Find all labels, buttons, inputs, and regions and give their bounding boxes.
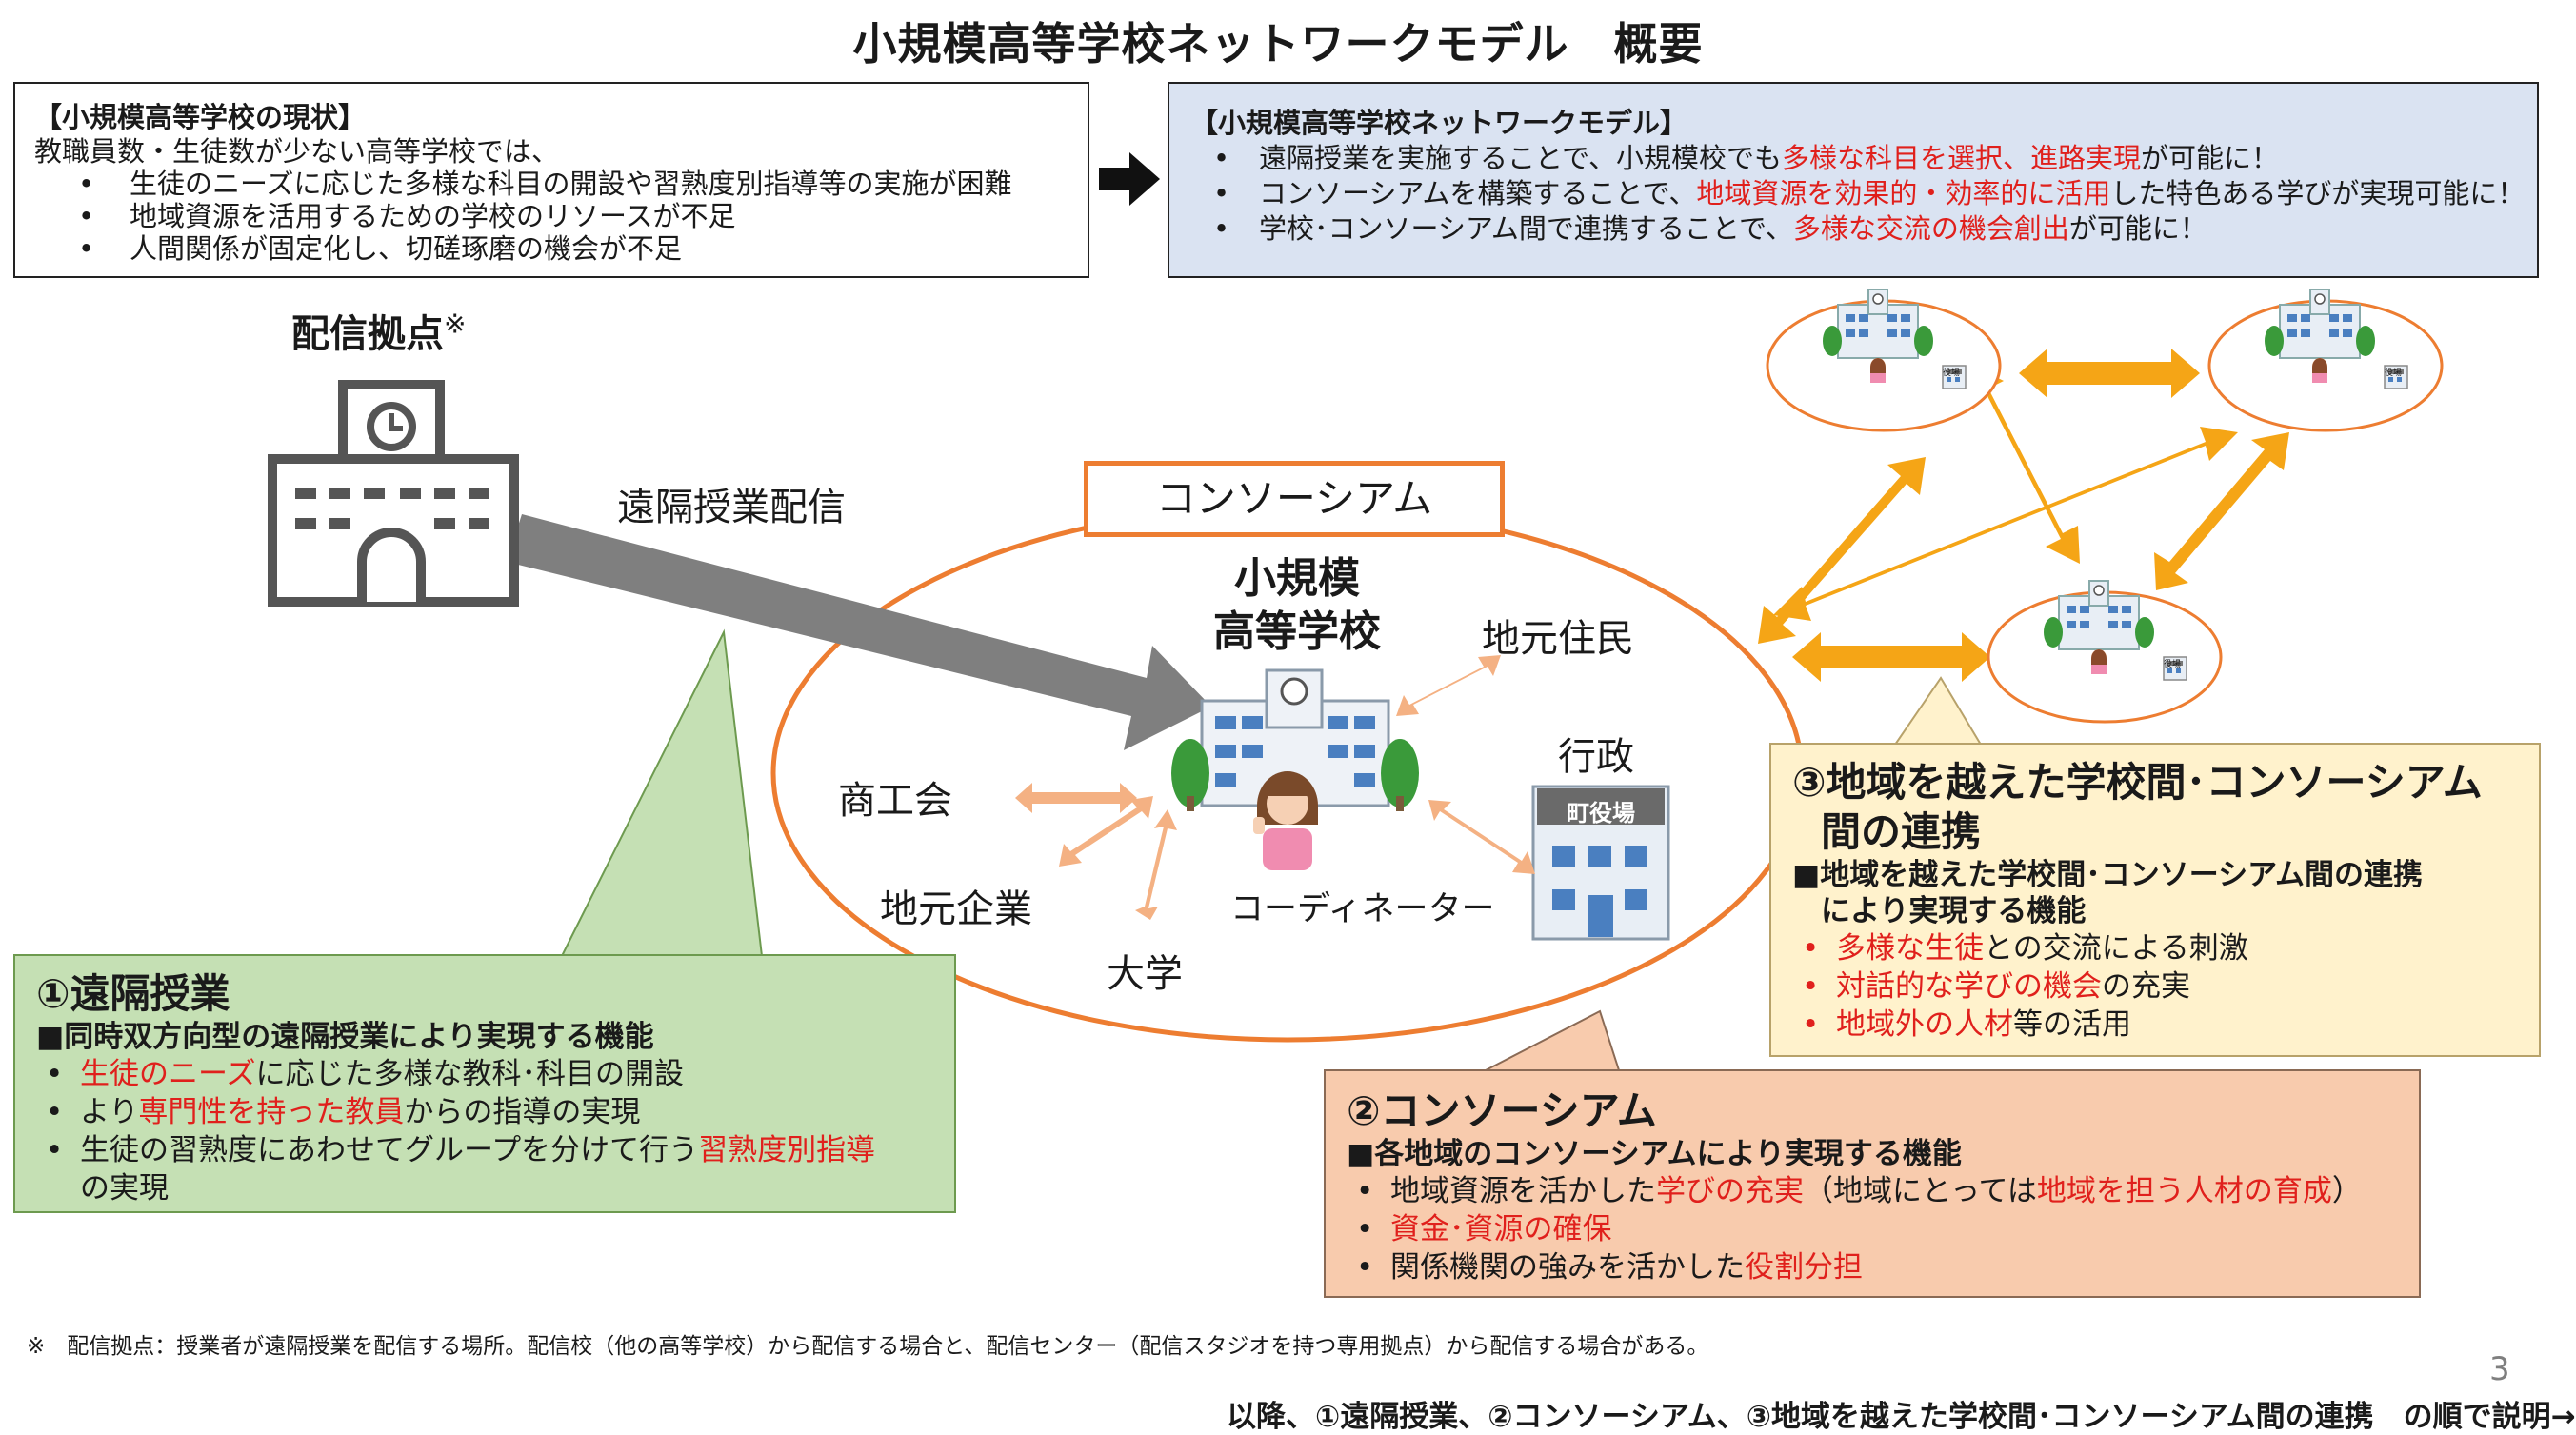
inter-region-panel: ③地域を越えた学校間･コンソーシアム 間の連携 ■地域を越えた学校間･コンソーシ…: [1769, 743, 2541, 1057]
remote-delivery-arrow: [507, 514, 1211, 750]
current-status-box: 【小規模高等学校の現状】 教職員数・生徒数が少ない高等学校では、 生徒のニーズに…: [13, 82, 1089, 278]
remote-lesson-panel: ①遠隔授業 ■同時双方向型の遠隔授業により実現する機能 生徒のニーズに応じた多様…: [13, 954, 956, 1213]
status-item: 人間関係が固定化し、切磋琢磨の機会が不足: [34, 232, 1068, 265]
consortium-panel: ②コンソーシアム ■各地域のコンソーシアムにより実現する機能 地域資源を活かした…: [1324, 1069, 2421, 1298]
network-school-top-right: [2207, 289, 2444, 432]
panel2-title: ②コンソーシアム: [1347, 1087, 1657, 1134]
panel3-subtitle-1: ■地域を越えた学校間･コンソーシアム間の連携: [1792, 858, 2423, 892]
panel1-item: より専門性を持った教員からの指導の実現: [36, 1093, 933, 1131]
panel3-item: 地域外の人材等の活用: [1792, 1006, 2518, 1044]
member-arrows: [1015, 655, 1535, 920]
panel1-item: 生徒の習熟度にあわせてグループを分けて行う習熟度別指導: [36, 1131, 933, 1169]
mini-sign: 役場: [2164, 660, 2182, 669]
panel3-title-1: ③地域を越えた学校間･コンソーシアム: [1792, 759, 2483, 806]
remote-delivery-label: 遠隔授業配信: [617, 486, 846, 529]
small-school-label: 小規模 高等学校: [1213, 554, 1381, 656]
model-item: コンソーシアムを構築することで、地域資源を効果的・効率的に活用した特色ある学びが…: [1190, 176, 2525, 211]
local-residents-label: 地元住民: [1482, 617, 1634, 661]
inter-region-arrows: [1758, 349, 2289, 682]
panel1-item: 生徒のニーズに応じた多様な教科･科目の開設: [36, 1055, 933, 1093]
panel3-item: 対話的な学びの機会の充実: [1792, 967, 2518, 1006]
model-item: 学校･コンソーシアム間で連携することで、多様な交流の機会創出が可能に！: [1190, 211, 2516, 247]
status-item: 地域資源を活用するための学校のリソースが不足: [34, 200, 1068, 232]
panel3-title-2: 間の連携: [1821, 808, 1982, 855]
panel3-item: 多様な生徒との交流による刺激: [1792, 929, 2518, 967]
page-number: 3: [2489, 1350, 2510, 1388]
panel1-item-cont: の実現: [80, 1171, 169, 1206]
model-item: 遠隔授業を実施することで、小規模校でも多様な科目を選択、進路実現が可能に！: [1190, 141, 2516, 176]
chamber-of-commerce-label: 商工会: [838, 779, 952, 823]
status-item: 生徒のニーズに応じた多様な科目の開設や習熟度別指導等の実施が困難: [34, 168, 1068, 200]
panel2-item: 地域資源を活かした学びの充実（地域にとっては地域を担う人材の育成）: [1347, 1172, 2398, 1210]
university-label: 大学: [1107, 952, 1183, 996]
panel1-title: ①遠隔授業: [36, 970, 230, 1017]
coordinator-label: コーディネーター: [1230, 890, 1495, 928]
footnote: ※ 配信拠点：授業者が遠隔授業を配信する場所。配信校（他の高等学校）から配信する…: [27, 1334, 1709, 1359]
panel2-subtitle: ■各地域のコンソーシアムにより実現する機能: [1347, 1137, 1962, 1171]
panel2-item: 関係機関の強みを活かした役割分担: [1347, 1248, 2398, 1286]
mini-sign: 役場: [1943, 369, 1961, 378]
panel1-subtitle: ■同時双方向型の遠隔授業により実現する機能: [36, 1020, 654, 1054]
hub-label: 配信拠点※: [291, 308, 467, 356]
coordinator-icon: [1253, 771, 1318, 870]
status-heading: 【小規模高等学校の現状】: [34, 101, 367, 133]
model-heading: 【小規模高等学校ネットワークモデル】: [1190, 107, 1688, 139]
panel3-subtitle-2: により実現する機能: [1821, 894, 2087, 928]
mini-sign: 役場: [2385, 369, 2403, 378]
status-intro: 教職員数・生徒数が少ない高等学校では、: [34, 135, 560, 168]
town-hall-sign: 町役場: [1567, 800, 1635, 827]
network-model-box: 【小規模高等学校ネットワークモデル】 遠隔授業を実施することで、小規模校でも多様…: [1168, 82, 2539, 278]
government-label: 行政: [1558, 735, 1634, 779]
page-title: 小規模高等学校ネットワークモデル 概要: [852, 18, 1704, 70]
town-hall-icon: [1531, 785, 1670, 941]
footer-note: 以降、①遠隔授業、②コンソーシアム、③地域を越えた学校間･コンソーシアム間の連携…: [1227, 1400, 2576, 1434]
panel2-item: 資金･資源の確保: [1347, 1210, 2398, 1248]
consortium-tag: コンソーシアム: [1084, 461, 1505, 537]
network-school-top-left: [1766, 289, 2002, 432]
hub-building-icon: [268, 380, 519, 607]
central-school-icon: [1171, 668, 1419, 811]
right-arrow-icon: [1099, 152, 1160, 206]
local-business-label: 地元企業: [880, 887, 1032, 931]
network-school-bottom: [1987, 580, 2223, 724]
